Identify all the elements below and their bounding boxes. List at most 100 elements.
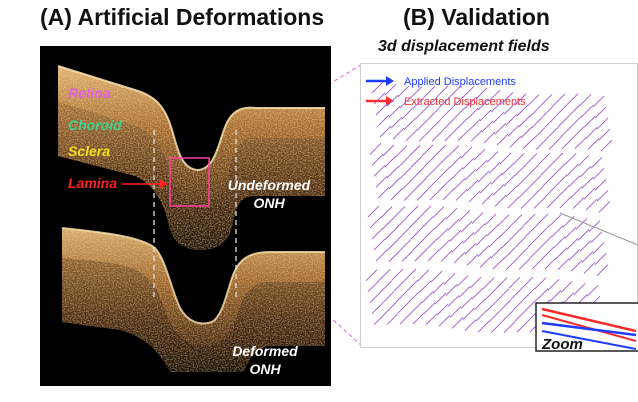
displacement-vector: [468, 190, 481, 203]
displacement-vector: [496, 133, 509, 146]
displacement-vector: [559, 196, 572, 209]
displacement-vector: [386, 239, 399, 251]
deformed-label-line2: ONH: [249, 361, 281, 377]
displacement-vector: [471, 212, 484, 224]
displacement-vector: [574, 137, 587, 150]
displacement-vector: [492, 257, 505, 270]
displacement-vector: [583, 187, 596, 200]
displacement-vector: [536, 213, 549, 226]
displacement-vector: [423, 155, 436, 168]
displacement-vector: [535, 138, 548, 150]
displacement-vector: [403, 118, 416, 131]
displacement-vector: [371, 302, 384, 315]
displacement-vector: [555, 104, 568, 117]
displacement-vector: [395, 217, 408, 229]
displacement-vector: [531, 116, 544, 128]
displacement-vector: [525, 298, 538, 311]
displacement-vector: [468, 119, 481, 131]
choroid-label: Choroid: [68, 117, 122, 133]
displacement-vector: [585, 127, 598, 139]
displacement-vector: [425, 238, 438, 251]
displacement-vector: [507, 196, 520, 209]
displacement-vector: [536, 288, 549, 301]
displacement-vector: [514, 309, 527, 322]
displacement-vector: [594, 253, 607, 265]
displacement-vector: [585, 198, 598, 211]
displacement-vector: [490, 100, 503, 113]
displacement-vector: [380, 280, 393, 292]
displacement-vector: [434, 292, 447, 305]
displacement-vector: [592, 95, 605, 108]
displacement-vector: [542, 105, 555, 117]
displacement-vector: [560, 281, 573, 293]
displacement-vector: [451, 167, 464, 179]
displacement-vector: [399, 96, 412, 109]
displacement-vector: [460, 297, 473, 309]
displacement-vector: [477, 98, 490, 111]
displacement-vector: [412, 312, 425, 325]
displacement-vector: [559, 126, 572, 139]
displacement-vector: [451, 317, 464, 329]
displacement-vector: [391, 268, 404, 281]
displacement-vector: [523, 213, 536, 226]
displacement-vector: [440, 177, 453, 190]
displacement-vector: [466, 179, 479, 192]
displacement-vector: [445, 284, 458, 296]
displacement-vector: [488, 235, 501, 248]
displacement-vector: [462, 308, 475, 320]
displacement-vector: [538, 224, 551, 237]
displacement-vector: [410, 227, 423, 240]
displacement-vector: [421, 216, 434, 229]
lamina-arrow: [122, 179, 168, 189]
displacement-vector: [503, 102, 516, 115]
displacement-vector: [553, 163, 566, 176]
displacement-vector: [384, 302, 397, 314]
displacement-vector: [430, 270, 443, 283]
displacement-vector: [494, 195, 507, 207]
displacement-vector: [399, 167, 412, 179]
displacement-vector: [544, 185, 557, 198]
displacement-vector: [505, 185, 518, 198]
displacement-vector: [432, 206, 445, 218]
displacement-vector: [386, 94, 399, 107]
displacement-vector: [529, 246, 542, 259]
displacement-vector: [557, 185, 570, 198]
displacement-vector: [483, 131, 496, 144]
displacement-vector: [501, 163, 514, 176]
displacement-vector: [533, 197, 546, 209]
displacement-vector: [401, 250, 414, 262]
displacement-vector: [410, 156, 423, 168]
displacement-vector: [397, 301, 410, 314]
displacement-vector: [579, 94, 592, 106]
displacement-vector-field: [365, 81, 613, 341]
undeformed-label-line1: Undeformed: [228, 177, 311, 193]
displacement-vector: [379, 125, 392, 138]
displacement-vector: [566, 237, 579, 250]
displacement-vector: [382, 144, 395, 157]
displacement-vector: [510, 214, 523, 226]
displacement-vector: [382, 291, 395, 303]
displacement-vector: [429, 118, 442, 131]
displacement-vector: [512, 225, 525, 237]
displacement-vector: [562, 292, 575, 304]
displacement-vector: [479, 181, 492, 194]
displacement-vector: [492, 184, 505, 196]
displacement-vector: [421, 291, 434, 303]
displacement-vector: [533, 127, 546, 139]
displacement-vector: [525, 153, 538, 165]
displacement-vector: [527, 164, 540, 176]
displacement-vector: [499, 152, 512, 165]
displacement-vector: [479, 256, 492, 268]
displacement-vector: [401, 107, 414, 120]
displacement-vector: [516, 104, 529, 117]
displacement-vector: [482, 277, 495, 290]
displacement-vector: [453, 251, 466, 264]
displacement-vector: [434, 217, 447, 229]
displacement-vector: [523, 287, 536, 300]
undeformed-scan: [57, 65, 325, 250]
displacement-vector: [583, 116, 596, 128]
displacement-vector: [365, 269, 378, 282]
displacement-vector: [397, 156, 410, 168]
displacement-vector: [393, 279, 406, 292]
displacement-vector: [568, 104, 581, 117]
